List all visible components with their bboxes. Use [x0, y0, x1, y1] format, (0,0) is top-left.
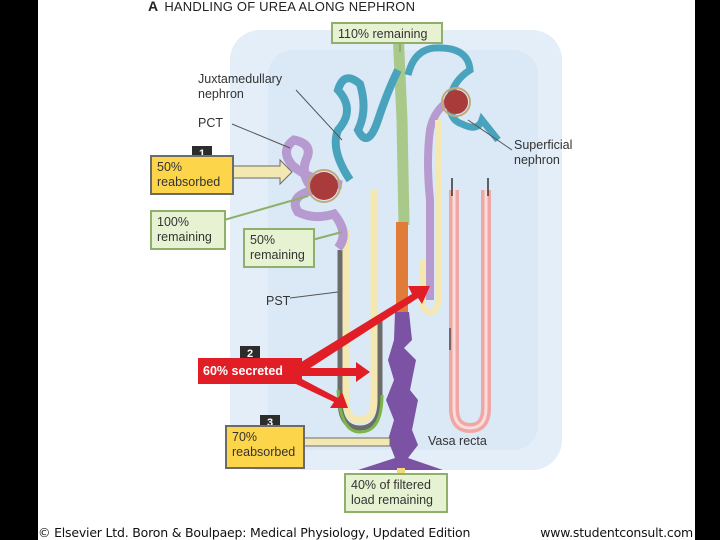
juxtamedullary-glomerulus [310, 172, 338, 200]
collecting-duct-purple [358, 312, 443, 470]
juxtamedullary-pct [282, 135, 348, 251]
collecting-duct-upper [392, 29, 410, 226]
superficial-label: Superficial nephron [514, 138, 573, 167]
leader-juxtamedullary [295, 89, 343, 141]
figure-title-text: HANDLING OF UREA ALONG NEPHRON [164, 0, 416, 14]
juxtamedullary-teal-loop [331, 68, 402, 183]
step2-arrow-middle [300, 362, 370, 382]
pct-label: PCT [198, 116, 223, 130]
leader-100-remaining [223, 195, 309, 221]
remaining-50-box: 50% remaining [243, 228, 315, 268]
remaining-100-box: 100% remaining [150, 210, 226, 250]
remaining-40-box: 40% of filtered load remaining [344, 473, 448, 513]
step2-arrow-down [296, 378, 348, 408]
leader-50-remaining [311, 231, 343, 241]
step3-box: 70% reabsorbed [225, 425, 305, 469]
diagram-panel: A HANDLING OF UREA ALONG NEPHRON 110% rem… [38, 0, 695, 540]
website-link[interactable]: www.studentconsult.com [540, 525, 693, 540]
copyright-text: © Elsevier Ltd. Boron & Boulpaep: Medica… [38, 525, 471, 540]
figure-letter: A [148, 0, 159, 14]
figure-title: A HANDLING OF UREA ALONG NEPHRON [148, 0, 415, 14]
step1-box: 50% reabsorbed [150, 155, 234, 195]
top-remaining-box: 110% remaining [331, 22, 443, 44]
nephron-diagram [223, 29, 562, 486]
pst-label: PST [266, 294, 291, 308]
vasa-recta-inner [452, 190, 488, 430]
step2-box: 60% secreted [198, 358, 302, 384]
leader-superficial [467, 119, 513, 151]
superficial-pct [424, 96, 453, 300]
juxtamedullary-green-segment [336, 389, 384, 434]
vasa-recta-label: Vasa recta [428, 434, 487, 448]
leader-pct [231, 123, 291, 149]
juxtamedullary-capsule [307, 169, 341, 203]
step1-arrow [231, 158, 293, 186]
superficial-glomerulus [444, 90, 468, 114]
superficial-descending [419, 120, 441, 316]
collecting-duct-orange [396, 222, 408, 314]
superficial-capsule [441, 87, 471, 117]
step2-arrow-up [298, 286, 430, 372]
juxtamedullary-label: Juxtamedullary nephron [198, 72, 283, 101]
credit-line: © Elsevier Ltd. Boron & Boulpaep: Medica… [38, 523, 695, 540]
leader-pst [289, 291, 339, 299]
